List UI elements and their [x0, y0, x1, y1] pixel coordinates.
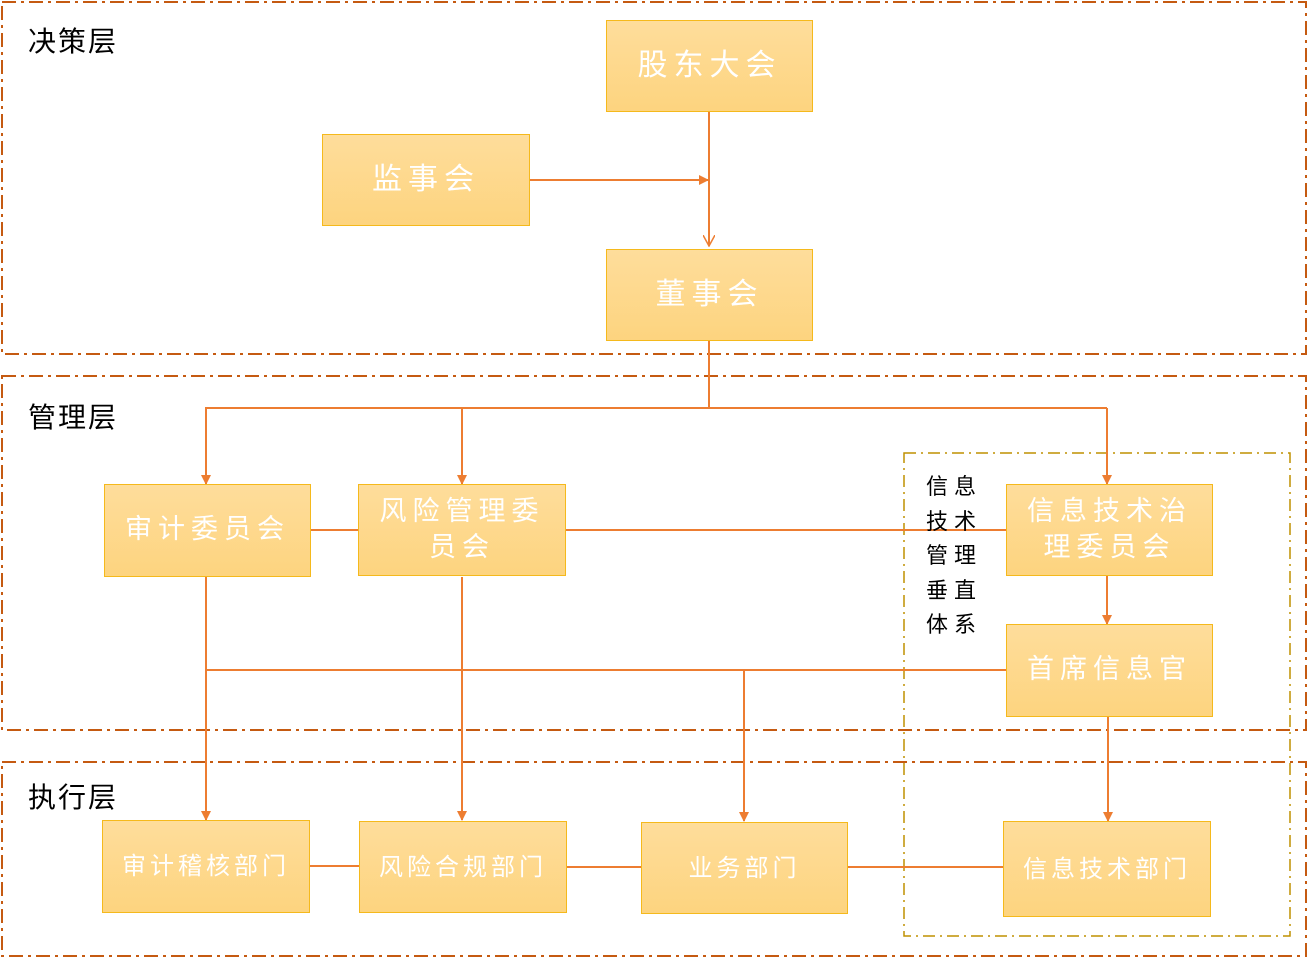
node-label: 股东大会	[637, 47, 782, 83]
decision-layer-frame	[1, 1, 1307, 355]
vertical-label-line: 垂直	[926, 578, 983, 604]
node-label: 风险合规部门	[379, 852, 547, 881]
node-label-line: 信息技术治	[1027, 495, 1192, 527]
node-label: 监事会	[372, 161, 480, 197]
node-label: 董事会	[655, 276, 764, 312]
execution-layer-label: 执行层	[28, 781, 119, 814]
node-label: 审计稽核部门	[122, 852, 290, 881]
node-it-department[interactable]: 信息技术部门	[1003, 821, 1211, 917]
node-board-of-directors[interactable]: 董事会	[606, 249, 813, 341]
node-label-line: 理委员会	[1043, 532, 1176, 563]
node-label: 信息技术部门	[1023, 854, 1191, 883]
vertical-label-line: 管理	[926, 544, 983, 569]
vertical-label-line: 体系	[926, 613, 983, 638]
node-audit-committee[interactable]: 审计委员会	[104, 484, 311, 577]
node-board-of-supervisors[interactable]: 监事会	[322, 134, 530, 226]
node-label-line: 员会	[429, 532, 495, 563]
management-layer-frame	[1, 375, 1307, 731]
it-vertical-system-frame	[903, 452, 1291, 937]
vertical-label-line: 信息	[926, 475, 983, 500]
vertical-label-line: 技术	[926, 509, 983, 535]
node-label: 审计委员会	[125, 514, 290, 546]
node-audit-department[interactable]: 审计稽核部门	[102, 820, 310, 913]
it-vertical-system-label: 信息 技术 管理 垂直 体系	[926, 471, 986, 644]
node-business-department[interactable]: 业务部门	[641, 822, 848, 914]
node-it-governance-committee[interactable]: 信息技术治 理委员会	[1006, 484, 1213, 576]
node-label: 首席信息官	[1027, 654, 1192, 686]
node-risk-management-committee[interactable]: 风险管理委 员会	[358, 484, 566, 576]
node-chief-information-officer[interactable]: 首席信息官	[1006, 624, 1213, 717]
node-label: 业务部门	[688, 853, 801, 882]
node-risk-compliance-department[interactable]: 风险合规部门	[359, 821, 567, 913]
decision-layer-label: 决策层	[28, 25, 119, 58]
management-layer-label: 管理层	[28, 401, 119, 434]
node-label-line: 风险管理委	[379, 495, 545, 527]
node-shareholders-meeting[interactable]: 股东大会	[606, 20, 813, 112]
execution-layer-frame	[1, 761, 1307, 957]
